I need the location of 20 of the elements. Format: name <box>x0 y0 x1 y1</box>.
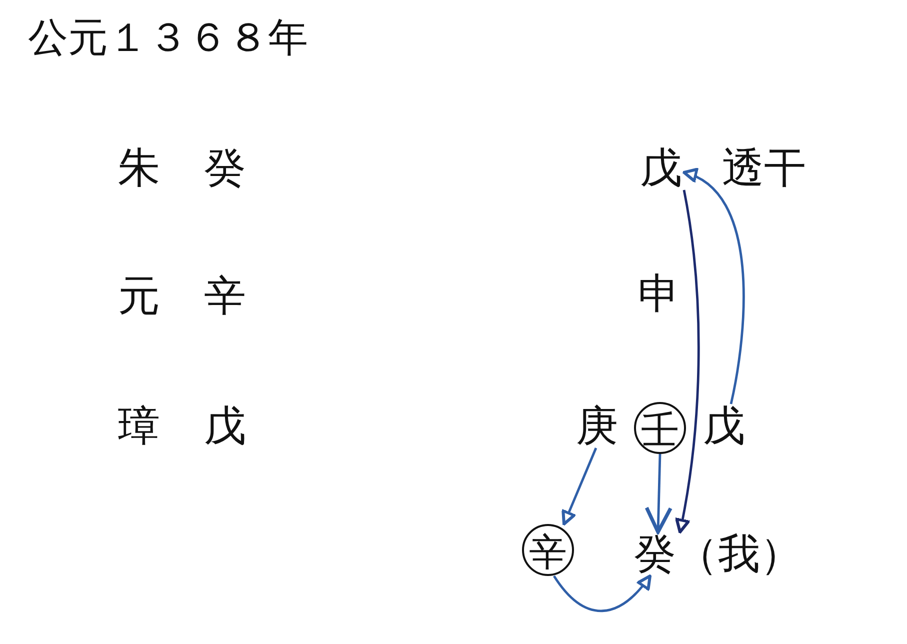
arrow <box>682 170 745 404</box>
character-label: 朱 <box>118 146 160 190</box>
arrow <box>674 190 700 534</box>
circled-character: 壬 <box>634 402 686 454</box>
character-label: 元 <box>118 274 160 318</box>
character-label: 癸（我） <box>634 532 802 576</box>
character-label: 璋 <box>118 404 160 448</box>
character-label: 戊 <box>204 404 246 448</box>
arrow <box>553 574 652 612</box>
title: 公元１３６８年 <box>28 14 308 62</box>
character-label: 戊 <box>703 404 745 448</box>
character-label: 戊 <box>640 146 682 190</box>
character-label: 庚 <box>576 404 618 448</box>
character-label: 申 <box>638 272 680 316</box>
arrow <box>562 448 598 526</box>
character-label: 辛 <box>204 274 246 318</box>
arrow <box>644 454 672 534</box>
character-label: 癸 <box>204 146 246 190</box>
side-note: 透干 <box>722 146 806 190</box>
circled-character: 辛 <box>522 524 574 576</box>
